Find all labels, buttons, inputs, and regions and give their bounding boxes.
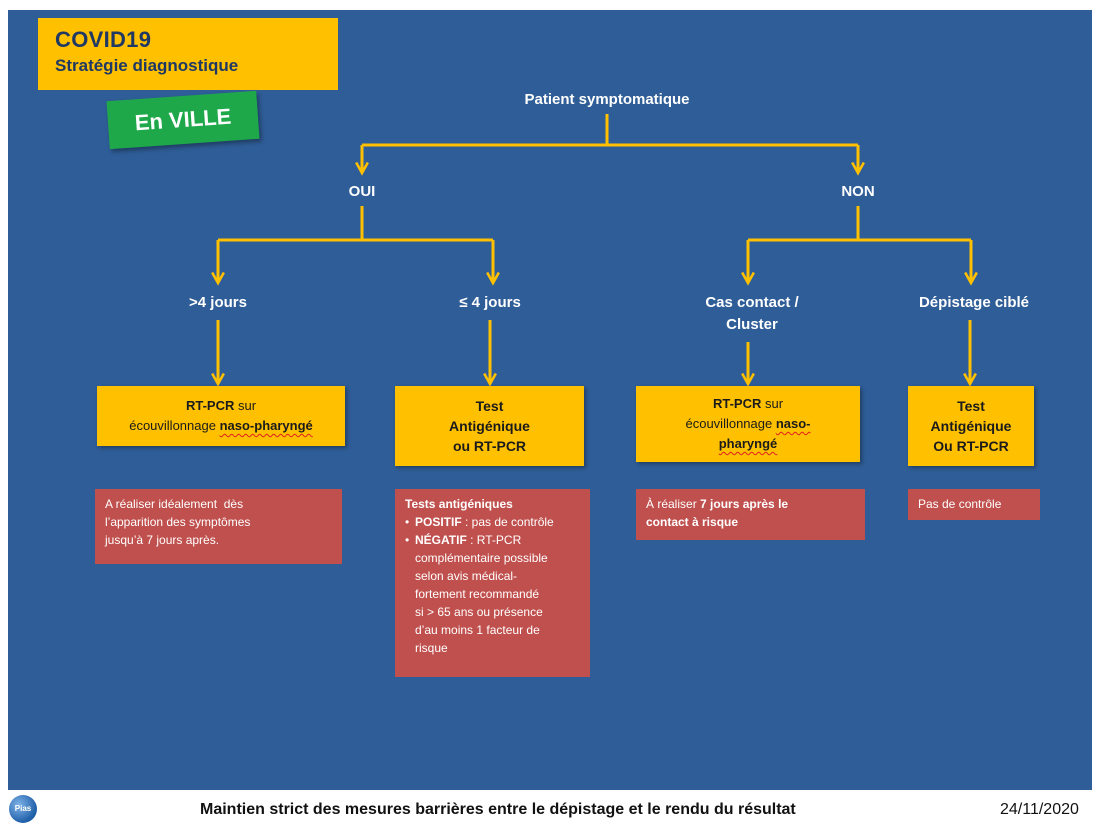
note-over4-line1: A réaliser idéalement dès xyxy=(105,497,244,511)
node-contact-line1: Cas contact / xyxy=(705,294,799,311)
test-text: sur xyxy=(234,398,257,413)
positive-label: POSITIF xyxy=(415,515,462,529)
footer-note: Maintien strict des mesures barrières en… xyxy=(200,801,796,818)
node-non: NON xyxy=(841,183,875,200)
test-name-bold: RT-PCR xyxy=(185,398,235,413)
note-contact-bold1: 7 jours après le xyxy=(700,497,789,511)
node-oui: OUI xyxy=(348,183,376,200)
node-contact-line2: Cluster xyxy=(726,316,778,333)
note-box-over4: A réaliser idéalement dès l’apparition d… xyxy=(95,489,342,564)
note-over4-line3: jusqu’à 7 jours après. xyxy=(105,533,220,547)
negative-line: d’au moins 1 facteur de xyxy=(415,623,540,637)
note-screening-text: Pas de contrôle xyxy=(918,497,1002,511)
negative-label: NÉGATIF xyxy=(415,533,467,547)
note-under4-positive: POSITIF : pas de contrôle xyxy=(405,513,580,531)
test-site-bold: pharyngé xyxy=(718,436,778,451)
negative-line: fortement recommandé xyxy=(415,587,540,601)
footer-date: 24/11/2020 xyxy=(1000,801,1079,818)
slide-subtitle: Stratégie diagnostique xyxy=(55,56,239,75)
node-contact: Cas contact / Cluster xyxy=(705,292,798,336)
test-text: écouvillonnage xyxy=(685,416,776,431)
test-box-under4-line2: Antigénique xyxy=(449,418,530,434)
test-box-over4-line2: écouvillonnage naso-pharyngé xyxy=(97,416,345,436)
test-box-under4-line3: ou RT-PCR xyxy=(452,438,527,454)
title-box: COVID19 Stratégie diagnostique xyxy=(38,18,338,90)
test-text: écouvillonnage xyxy=(129,418,220,433)
test-box-screening: Test Antigénique Ou RT-PCR xyxy=(908,386,1034,466)
note-box-contact: À réaliser 7 jours après le contact à ri… xyxy=(636,489,865,540)
negative-line: selon avis médical- xyxy=(415,569,518,583)
note-contact-line1: À réaliser 7 jours après le xyxy=(646,495,855,513)
test-site-bold: naso-pharyngé xyxy=(219,418,313,433)
test-box-over4-line1: RT-PCR sur xyxy=(97,396,345,416)
test-box-contact-line1: RT-PCR sur xyxy=(636,394,860,414)
test-name-bold: RT-PCR xyxy=(712,396,762,411)
note-over4-line2: l’apparition des symptômes xyxy=(105,515,251,529)
test-box-screening-line1: Test xyxy=(957,398,985,414)
test-text: sur xyxy=(761,396,784,411)
note-box-screening: Pas de contrôle xyxy=(908,489,1040,520)
positive-text: : pas de contrôle xyxy=(461,515,554,529)
note-under4-negative: NÉGATIF : RT-PCR complémentaire possible… xyxy=(405,531,580,657)
test-box-under4-line1: Test xyxy=(475,398,504,414)
test-box-contact-line3: pharyngé xyxy=(636,434,860,454)
node-root: Patient symptomatique xyxy=(524,91,690,108)
negative-line: risque xyxy=(415,641,448,655)
node-under4: ≤ 4 jours xyxy=(459,294,521,311)
test-box-screening-line2: Antigénique xyxy=(930,418,1012,434)
test-site-bold: naso- xyxy=(775,416,811,431)
note-under4-heading: Tests antigéniques xyxy=(405,497,513,511)
test-box-under4: Test Antigénique ou RT-PCR xyxy=(395,386,584,466)
note-contact-line2: contact à risque xyxy=(646,515,739,529)
note-contact-prefix: À réaliser xyxy=(646,497,701,511)
negative-line: NÉGATIF : RT-PCR xyxy=(415,531,580,549)
negative-text: : RT-PCR xyxy=(466,533,522,547)
test-box-over4: RT-PCR sur écouvillonnage naso-pharyngé xyxy=(97,386,345,446)
negative-line: si > 65 ans ou présence xyxy=(415,605,543,619)
test-box-screening-line3: Ou RT-PCR xyxy=(933,438,1009,454)
test-box-contact: RT-PCR sur écouvillonnage naso- pharyngé xyxy=(636,386,860,462)
pias-logo-icon: Pias xyxy=(9,795,37,823)
slide-title: COVID19 xyxy=(55,27,152,52)
node-screening: Dépistage ciblé xyxy=(918,294,1030,311)
note-box-under4: Tests antigéniques POSITIF : pas de cont… xyxy=(395,489,590,677)
negative-line: complémentaire possible xyxy=(415,551,548,565)
test-box-contact-line2: écouvillonnage naso- xyxy=(636,414,860,434)
node-over4: >4 jours xyxy=(189,294,247,311)
